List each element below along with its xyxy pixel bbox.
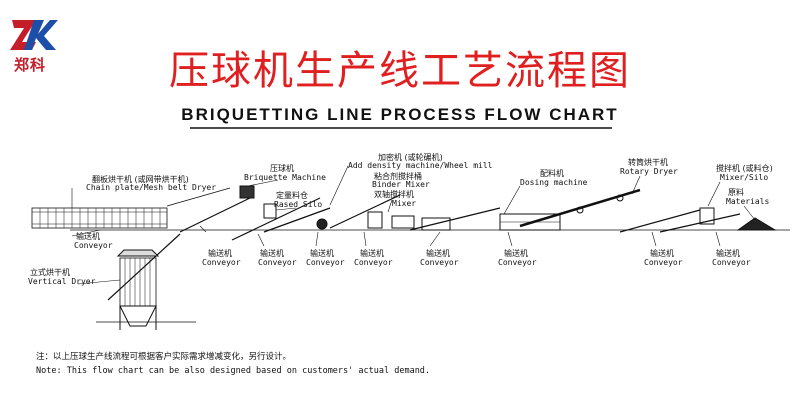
label-dryer-en: Chain plate/Mesh belt Dryer xyxy=(86,183,217,192)
note-en: Note: This flow chart can be also design… xyxy=(36,366,431,376)
label-conveyor-5-en: Conveyor xyxy=(354,258,393,267)
page-title: 压球机生产线工艺流程图 xyxy=(169,48,631,94)
label-materials-cn: 原料 xyxy=(728,188,744,197)
label-silo-en: Rased Silo xyxy=(274,200,323,209)
chain-plate-dryer xyxy=(31,187,231,229)
label-dosing-cn: 配料机 xyxy=(540,169,564,178)
label-density-cn: 加密机 (或轮碾机) xyxy=(378,153,443,162)
label-conveyor-1-cn: 输送机 xyxy=(76,232,100,241)
logo-text: 郑科 xyxy=(14,56,47,74)
label-conveyor-2-cn: 输送机 xyxy=(208,249,232,258)
label-conveyor-4-en: Conveyor xyxy=(306,258,345,267)
label-conveyor-3-en: Conveyor xyxy=(258,258,297,267)
vertical-dryer xyxy=(96,249,196,330)
label-binder-cn: 粘合剂搅拌桶 xyxy=(374,172,422,181)
label-conveyor-5-cn: 输送机 xyxy=(360,249,384,258)
note-cn: 注：以上压球生产线流程可根据客户实际需求增减变化，另行设计。 xyxy=(36,352,292,362)
page-subtitle: BRIQUETTING LINE PROCESS FLOW CHART xyxy=(181,105,619,124)
label-conveyor-9-cn: 输送机 xyxy=(716,249,740,258)
label-briquette-cn: 压球机 xyxy=(270,164,294,173)
label-conveyor-8-en: Conveyor xyxy=(644,258,683,267)
label-dosing-en: Dosing machine xyxy=(520,178,588,187)
label-conveyor-3-cn: 输送机 xyxy=(260,249,284,258)
label-mixer-cn: 双轴搅拌机 xyxy=(374,190,414,199)
label-mixersilo-cn: 搅拌机 (或料仓) xyxy=(716,164,773,173)
label-silo-cn: 定量料仓 xyxy=(276,191,308,200)
label-mixer-en: Mixer xyxy=(392,199,417,208)
label-conveyor-7-cn: 输送机 xyxy=(504,249,528,258)
label-conveyor-9-en: Conveyor xyxy=(712,258,751,267)
label-conveyor-7-en: Conveyor xyxy=(498,258,537,267)
label-conveyor-6-cn: 输送机 xyxy=(426,249,450,258)
label-vertical-cn: 立式烘干机 xyxy=(30,268,70,277)
label-density-en: Add density machine/Wheel mill xyxy=(348,161,493,170)
label-vertical-en: Vertical Dryer xyxy=(28,277,96,286)
company-logo xyxy=(10,20,58,50)
label-binder-en: Binder Mixer xyxy=(372,180,430,189)
label-conveyor-4-cn: 输送机 xyxy=(310,249,334,258)
label-conveyor-2-en: Conveyor xyxy=(202,258,241,267)
label-materials-en: Materials xyxy=(726,197,770,206)
label-rotary-cn: 转筒烘干机 xyxy=(628,158,668,167)
label-rotary-en: Rotary Dryer xyxy=(620,167,678,176)
label-briquette-en: Briquette Machine xyxy=(244,173,326,182)
label-conveyor-8-cn: 输送机 xyxy=(650,249,674,258)
label-mixersilo-en: Mixer/Silo xyxy=(720,173,769,182)
label-conveyor-6-en: Conveyor xyxy=(420,258,459,267)
label-conveyor-1-en: Conveyor xyxy=(74,241,113,250)
label-dryer-cn: 翻板烘干机 (或网带烘干机) xyxy=(92,175,189,184)
